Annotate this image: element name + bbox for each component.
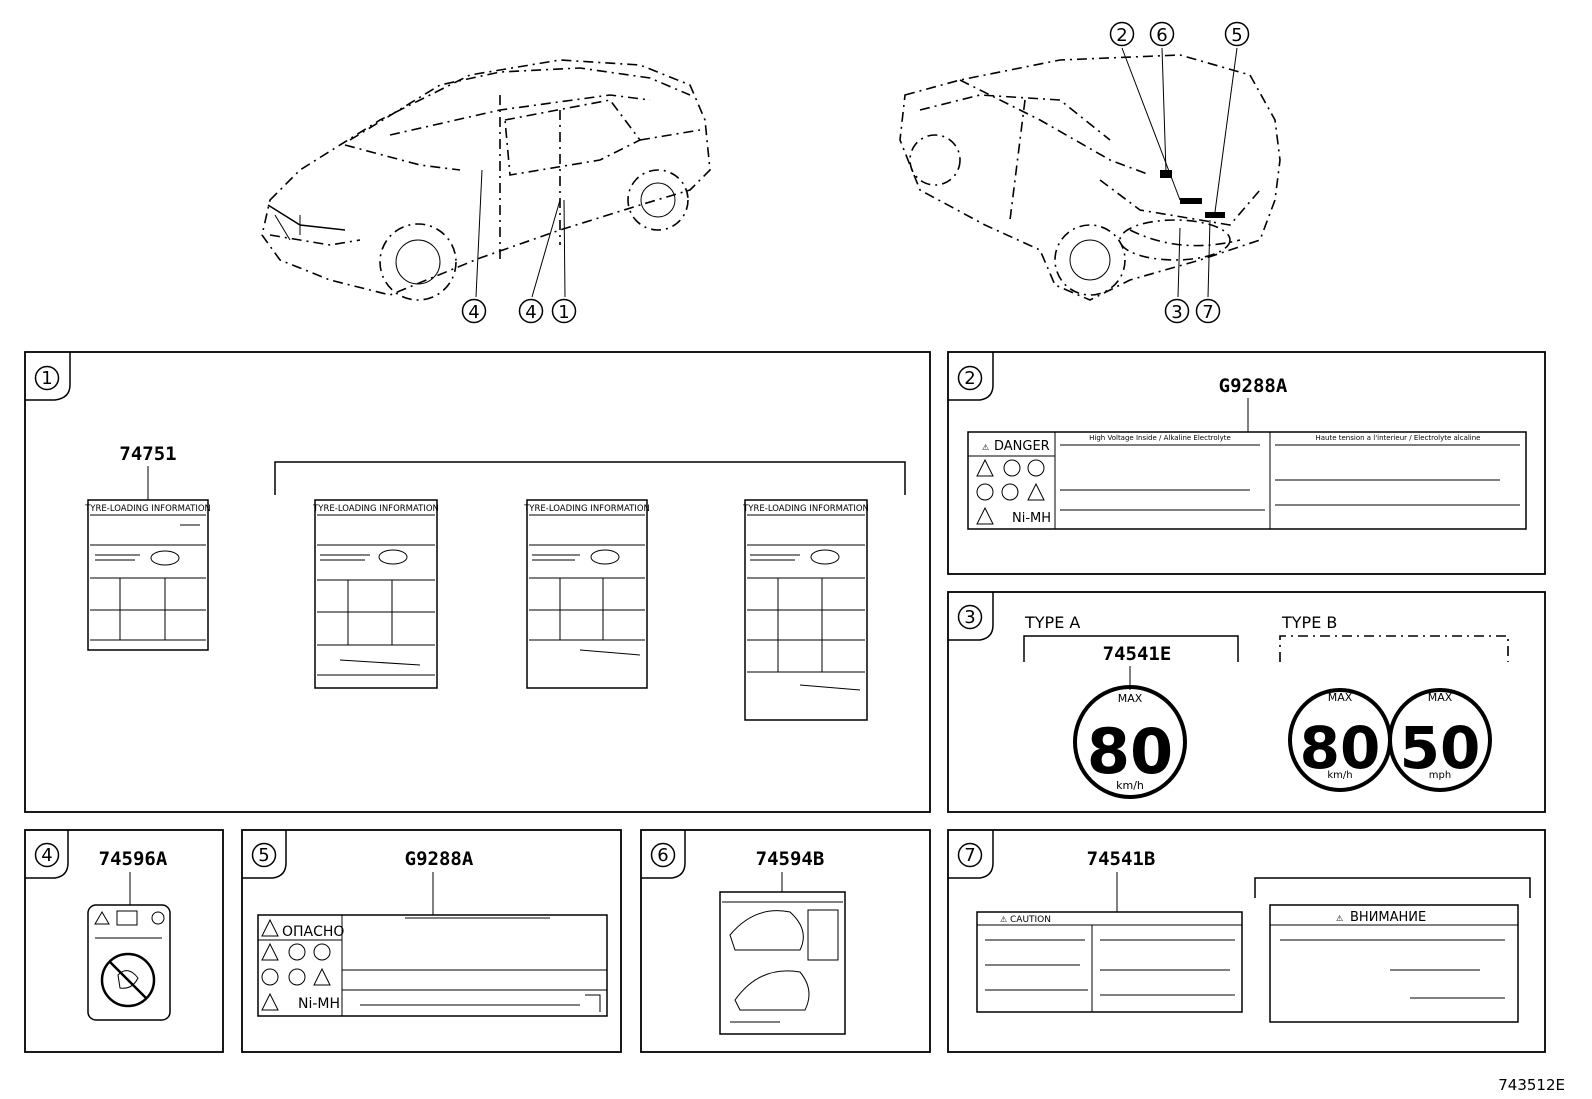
panel-3: 3 TYPE A TYPE B 74541E MAX 80 km/h MAX 8… <box>947 591 1546 813</box>
speed-value-80: 80 <box>1087 715 1173 788</box>
panel-1-part-number: 74751 <box>119 443 176 465</box>
no-child-seat-airbag-label <box>87 904 171 1021</box>
mph-label: mph <box>1429 770 1451 781</box>
tyre-label-1: TYRE-LOADING INFORMATION <box>84 499 211 651</box>
danger-text: DANGER <box>994 439 1050 454</box>
callout-5: 5 <box>1231 25 1242 46</box>
vnimanie-label: ⚠ ВНИМАНИЕ <box>1269 904 1519 1023</box>
panel-1-number: 1 <box>41 368 52 389</box>
warning-triangle-icon: ⚠ <box>1000 915 1007 924</box>
panel-1: 1 74751 TYRE-LOADING INFORMATION TYRE-LO… <box>24 351 931 813</box>
hv-battery-danger-label: ⚠ DANGER Ni-MH High Voltage Inside / Alk… <box>967 431 1527 530</box>
panel-3-number: 3 <box>964 607 975 628</box>
speed-sign-type-b-kmh: MAX 80 km/h <box>1288 688 1392 792</box>
english-warning-text: High Voltage Inside / Alkaline Electroly… <box>1089 434 1231 442</box>
warning-triangle-icon: ⚠ <box>982 443 989 452</box>
nimh-text: Ni-MH <box>1012 511 1051 526</box>
panel-7: 7 74541B CAUTION ⚠ ⚠ ВНИМАНИЕ <box>947 829 1546 1053</box>
panel-5-number: 5 <box>258 845 269 866</box>
panel-7-number: 7 <box>964 845 975 866</box>
max-label: MAX <box>1328 691 1353 704</box>
speed-value-50: 50 <box>1400 714 1481 782</box>
tyre-label-3: TYRE-LOADING INFORMATION <box>523 499 650 689</box>
tyre-label-title: TYRE-LOADING INFORMATION <box>84 504 211 514</box>
luggage-hook-label <box>719 891 846 1035</box>
danger-text-ru: ОПАСНО <box>282 924 344 940</box>
panel-4: 4 74596A <box>24 829 224 1053</box>
panel-6: 6 74594B <box>640 829 931 1053</box>
tyre-label-2: TYRE-LOADING INFORMATION <box>312 499 439 689</box>
panel-2: 2 G9288A ⚠ DANGER Ni-MH High Voltage Ins… <box>947 351 1546 575</box>
prohibition-icon <box>100 952 156 1008</box>
panel-7-part-number: 74541B <box>1087 848 1156 870</box>
panel-6-part-number: 74594B <box>756 848 825 870</box>
speed-sign-type-b-mph: MAX 50 mph <box>1388 688 1492 792</box>
vnimanie-text: ВНИМАНИЕ <box>1350 910 1426 925</box>
panel-4-number: 4 <box>41 845 52 866</box>
speed-value-80: 80 <box>1300 714 1381 782</box>
figure-code: 743512E <box>1498 1076 1565 1094</box>
speed-sign-type-a: MAX 80 km/h <box>1073 685 1187 799</box>
panel-5-part-number: G9288A <box>405 848 474 870</box>
callout-2: 2 <box>1116 25 1127 46</box>
caution-text: CAUTION <box>1010 915 1051 925</box>
callout-3: 3 <box>1171 302 1182 323</box>
rear-car-illustration <box>899 47 1281 301</box>
callout-6: 6 <box>1156 25 1167 46</box>
panel-2-part-number: G9288A <box>1219 375 1288 397</box>
warning-triangle-icon: ⚠ <box>1336 914 1343 923</box>
panel-4-part-number: 74596A <box>99 848 168 870</box>
callout-4b: 4 <box>525 302 536 323</box>
kmh-label: km/h <box>1116 779 1144 792</box>
callout-group: 4 4 1 2 6 5 3 7 <box>461 21 1250 324</box>
panel-3-part-number: 74541E <box>1103 643 1172 665</box>
hv-battery-danger-label-ru: ОПАСНО Ni-MH <box>257 914 608 1017</box>
callout-4a: 4 <box>468 302 479 323</box>
callout-7: 7 <box>1202 302 1213 323</box>
nimh-text: Ni-MH <box>298 996 340 1012</box>
max-label: MAX <box>1118 692 1143 705</box>
panel-2-number: 2 <box>964 368 975 389</box>
tyre-label-title: TYRE-LOADING INFORMATION <box>523 504 650 514</box>
max-label: MAX <box>1428 691 1453 704</box>
panel-6-number: 6 <box>657 845 668 866</box>
tyre-label-4: TYRE-LOADING INFORMATION <box>742 499 869 721</box>
french-warning-text: Haute tension a l'interieur / Electrolyt… <box>1315 434 1480 442</box>
tyre-label-title: TYRE-LOADING INFORMATION <box>312 504 439 514</box>
caution-label: CAUTION ⚠ <box>976 911 1243 1013</box>
front-car-illustration <box>261 59 711 301</box>
panel-5: 5 G9288A ОПАСНО Ni-MH <box>241 829 622 1053</box>
type-b-label: TYPE B <box>1281 613 1337 632</box>
type-a-label: TYPE A <box>1024 613 1080 632</box>
kmh-label: km/h <box>1327 770 1352 781</box>
callout-1: 1 <box>558 302 569 323</box>
tyre-label-title: TYRE-LOADING INFORMATION <box>742 504 869 514</box>
